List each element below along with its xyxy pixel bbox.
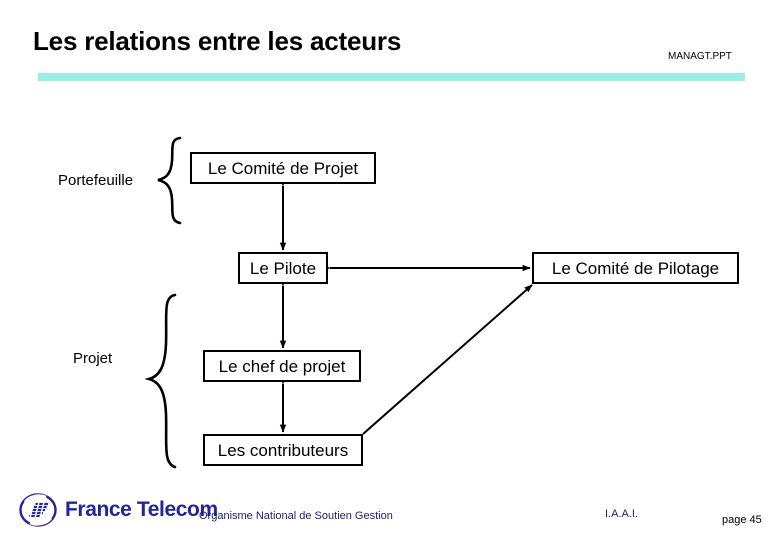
node-label-comite-de-projet: Le Comité de Projet — [207, 158, 359, 178]
group-label-portefeuille: Portefeuille — [58, 172, 134, 189]
brand-name: France Telecom — [65, 498, 218, 521]
header-accent-bar — [38, 73, 745, 81]
group-label-projet: Projet — [73, 350, 113, 367]
brand-logo: France Telecom — [18, 492, 218, 528]
footer-unit: I.A.A.I. — [605, 508, 639, 520]
deck-code-label: MANAGT.PPT — [668, 51, 732, 62]
node-chef-de-projet[interactable]: Le chef de projet — [203, 350, 361, 382]
france-telecom-logo-icon — [19, 493, 57, 527]
node-label-chef-de-projet: Le chef de projet — [218, 356, 346, 376]
node-comite-de-pilotage[interactable]: Le Comité de Pilotage — [532, 252, 739, 284]
node-label-les-contributeurs: Les contributeurs — [217, 440, 349, 460]
curly-brace-icon-projet — [145, 293, 177, 469]
node-les-contributeurs[interactable]: Les contributeurs — [203, 434, 363, 466]
footer-page-number: page 45 — [722, 514, 762, 526]
curly-brace-icon-portefeuille — [157, 136, 182, 225]
node-label-le-pilote: Le Pilote — [249, 258, 317, 278]
node-label-comite-de-pilotage: Le Comité de Pilotage — [551, 258, 720, 278]
node-comite-de-projet[interactable]: Le Comité de Projet — [190, 152, 376, 184]
page-title: Les relations entre les acteurs — [33, 26, 402, 56]
node-le-pilote[interactable]: Le Pilote — [238, 252, 328, 284]
connector-contributeurs-comite-pilotage — [355, 284, 533, 442]
footer-organisation: Organisme National de Soutien Gestion — [199, 510, 393, 522]
